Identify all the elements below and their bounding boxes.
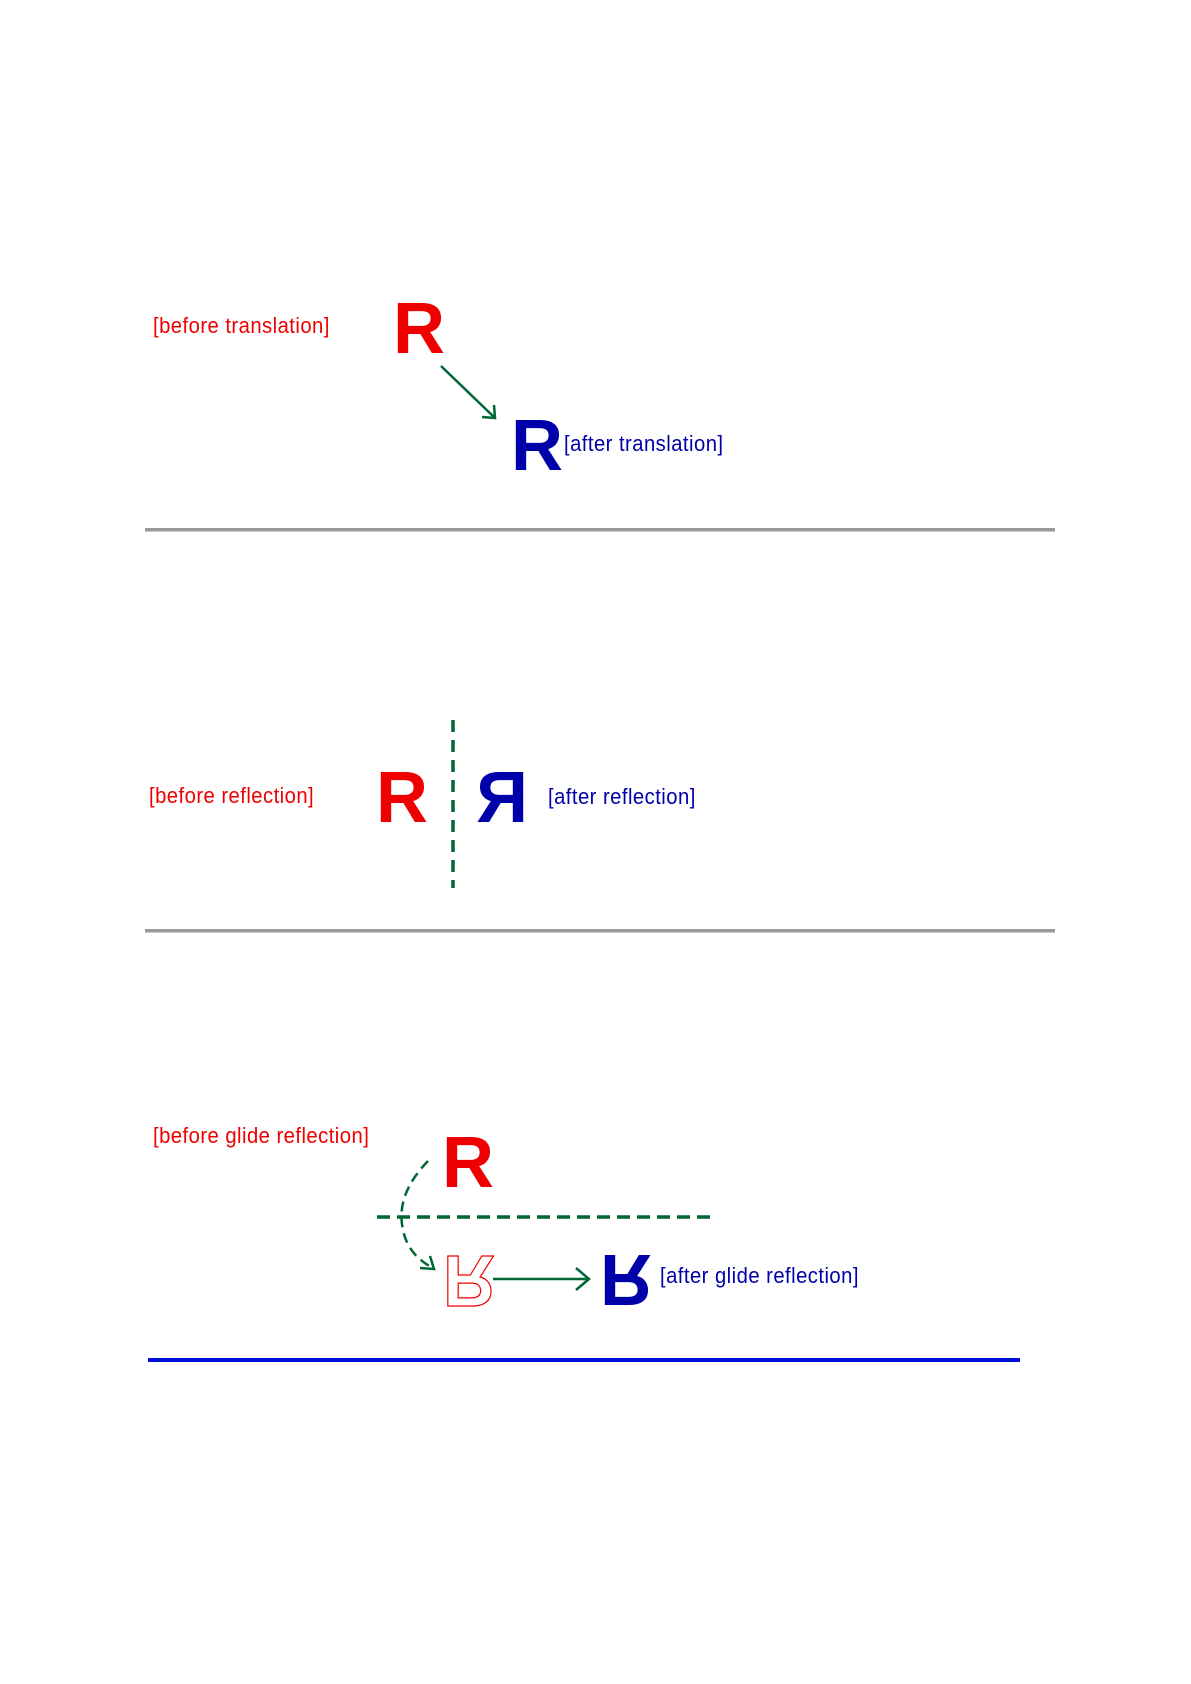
after-glide-reflection-label: [after glide reflection] xyxy=(660,1263,859,1288)
after-reflection-label: [after reflection] xyxy=(548,784,696,809)
reflection-curve-arrow xyxy=(400,1160,434,1270)
before-translation-glyph: R xyxy=(393,289,445,369)
end-rule xyxy=(148,1358,1020,1362)
translation-arrow xyxy=(440,365,496,419)
section-divider xyxy=(145,528,1055,532)
after-translation-label: [after translation] xyxy=(564,431,724,456)
translation-arrowhead xyxy=(481,404,497,420)
before-reflection-glyph: R xyxy=(376,758,428,838)
before-glide-reflection-label: [before glide reflection] xyxy=(153,1123,370,1148)
before-reflection-label: [before reflection] xyxy=(149,783,315,808)
before-glide-reflection-glyph: R xyxy=(442,1123,494,1203)
after-translation-glyph: R xyxy=(511,406,563,486)
reflection-curve-arrowhead xyxy=(419,1255,436,1271)
section-divider xyxy=(145,929,1055,933)
glide-translation-arrowhead xyxy=(575,1267,591,1291)
before-translation-label: [before translation] xyxy=(153,313,330,338)
